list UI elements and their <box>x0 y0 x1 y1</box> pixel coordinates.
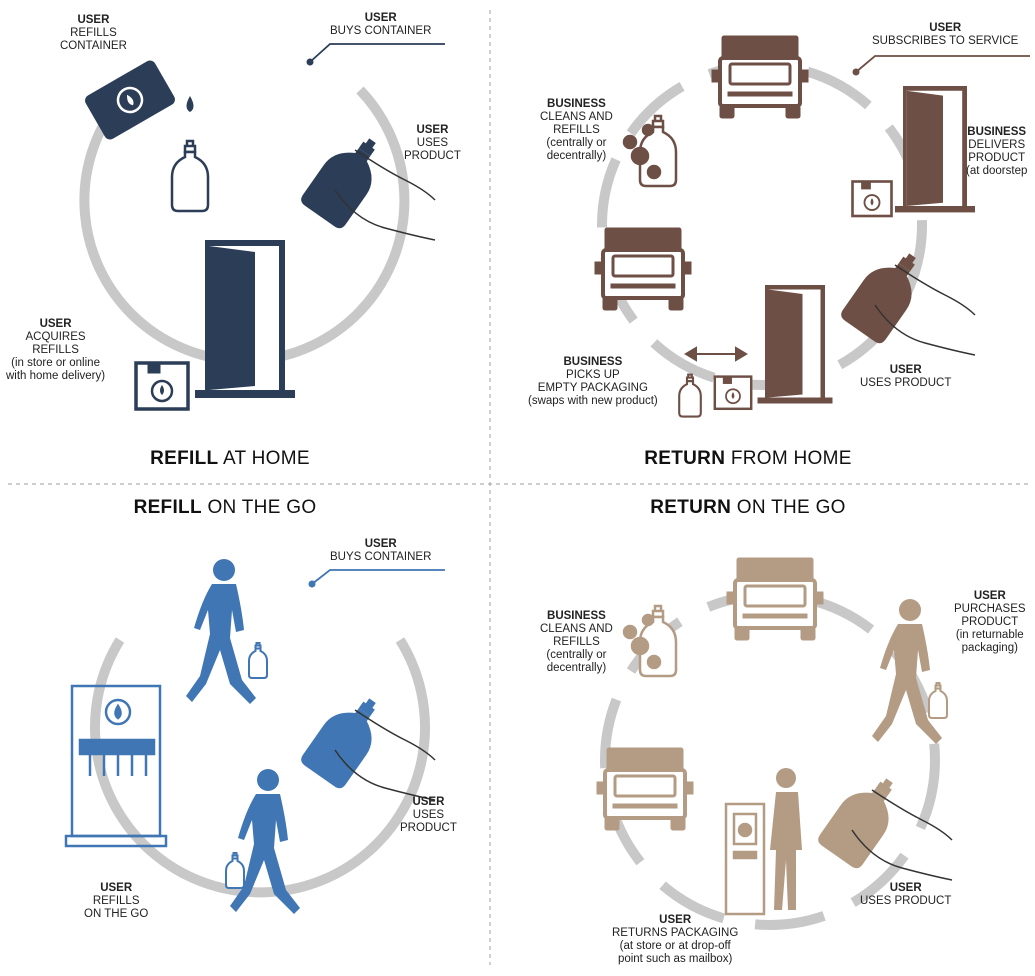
person-walking-icon-top <box>186 559 256 704</box>
quadrant-return-from-home <box>593 34 1030 418</box>
hand-bottle-icon-q2 <box>837 240 976 356</box>
bottle-icon-q2 <box>678 373 702 418</box>
title-return-on-the-go: RETURN ON THE GO <box>650 497 846 518</box>
person-standing-icon <box>770 768 802 910</box>
door-icon-q2 <box>895 86 975 213</box>
label-q2-subscribes: USER SUBSCRIBES TO SERVICE <box>872 22 1019 47</box>
label-q4-returns: USER RETURNS PACKAGING(at store or at dr… <box>612 914 739 965</box>
bottle-bubbles-icon <box>622 114 678 188</box>
bottle-bubbles-icon-q4 <box>622 604 678 678</box>
double-arrow-icon <box>684 346 748 362</box>
dispenser-icon <box>64 684 168 848</box>
buys-container-pointer-q3 <box>311 569 445 585</box>
subscribes-pointer <box>855 55 1030 73</box>
bottle-icon <box>170 139 210 213</box>
title-refill-at-home: REFILL AT HOME <box>150 448 310 469</box>
label-q2-uses: USER USES PRODUCT <box>860 364 952 389</box>
bottle-icon-q3b <box>225 852 245 889</box>
box-icon <box>134 361 190 411</box>
truck-icon-top <box>710 34 810 120</box>
bottle-icon-q4 <box>928 682 948 719</box>
person-walking-icon-q4 <box>872 599 942 744</box>
title-return-from-home: RETURN FROM HOME <box>644 448 852 469</box>
quadrant-refill-on-the-go <box>64 559 445 914</box>
door-icon <box>195 240 295 398</box>
truck-icon-left <box>593 226 693 312</box>
truck-icon-q4-left <box>595 746 695 832</box>
quadrant-return-on-the-go <box>595 556 953 930</box>
title-refill-on-the-go: REFILL ON THE GO <box>133 497 317 518</box>
bottle-icon-q3a <box>248 642 268 679</box>
hand-refill-icon <box>85 60 175 140</box>
label-q4-uses: USER USES PRODUCT <box>860 882 952 907</box>
door-icon-q2b <box>757 285 833 404</box>
label-q1-buys: USER BUYS CONTAINER <box>330 12 432 37</box>
box-icon-q2 <box>851 180 893 218</box>
box-icon-q2b <box>713 375 753 411</box>
drop-box-icon <box>724 802 766 916</box>
drop-icon <box>186 96 194 112</box>
truck-icon-q4-top <box>725 556 825 642</box>
buys-container-pointer <box>309 43 445 63</box>
label-q3-buys: USER BUYS CONTAINER <box>330 538 432 563</box>
quadrant-refill-at-home <box>79 43 445 411</box>
